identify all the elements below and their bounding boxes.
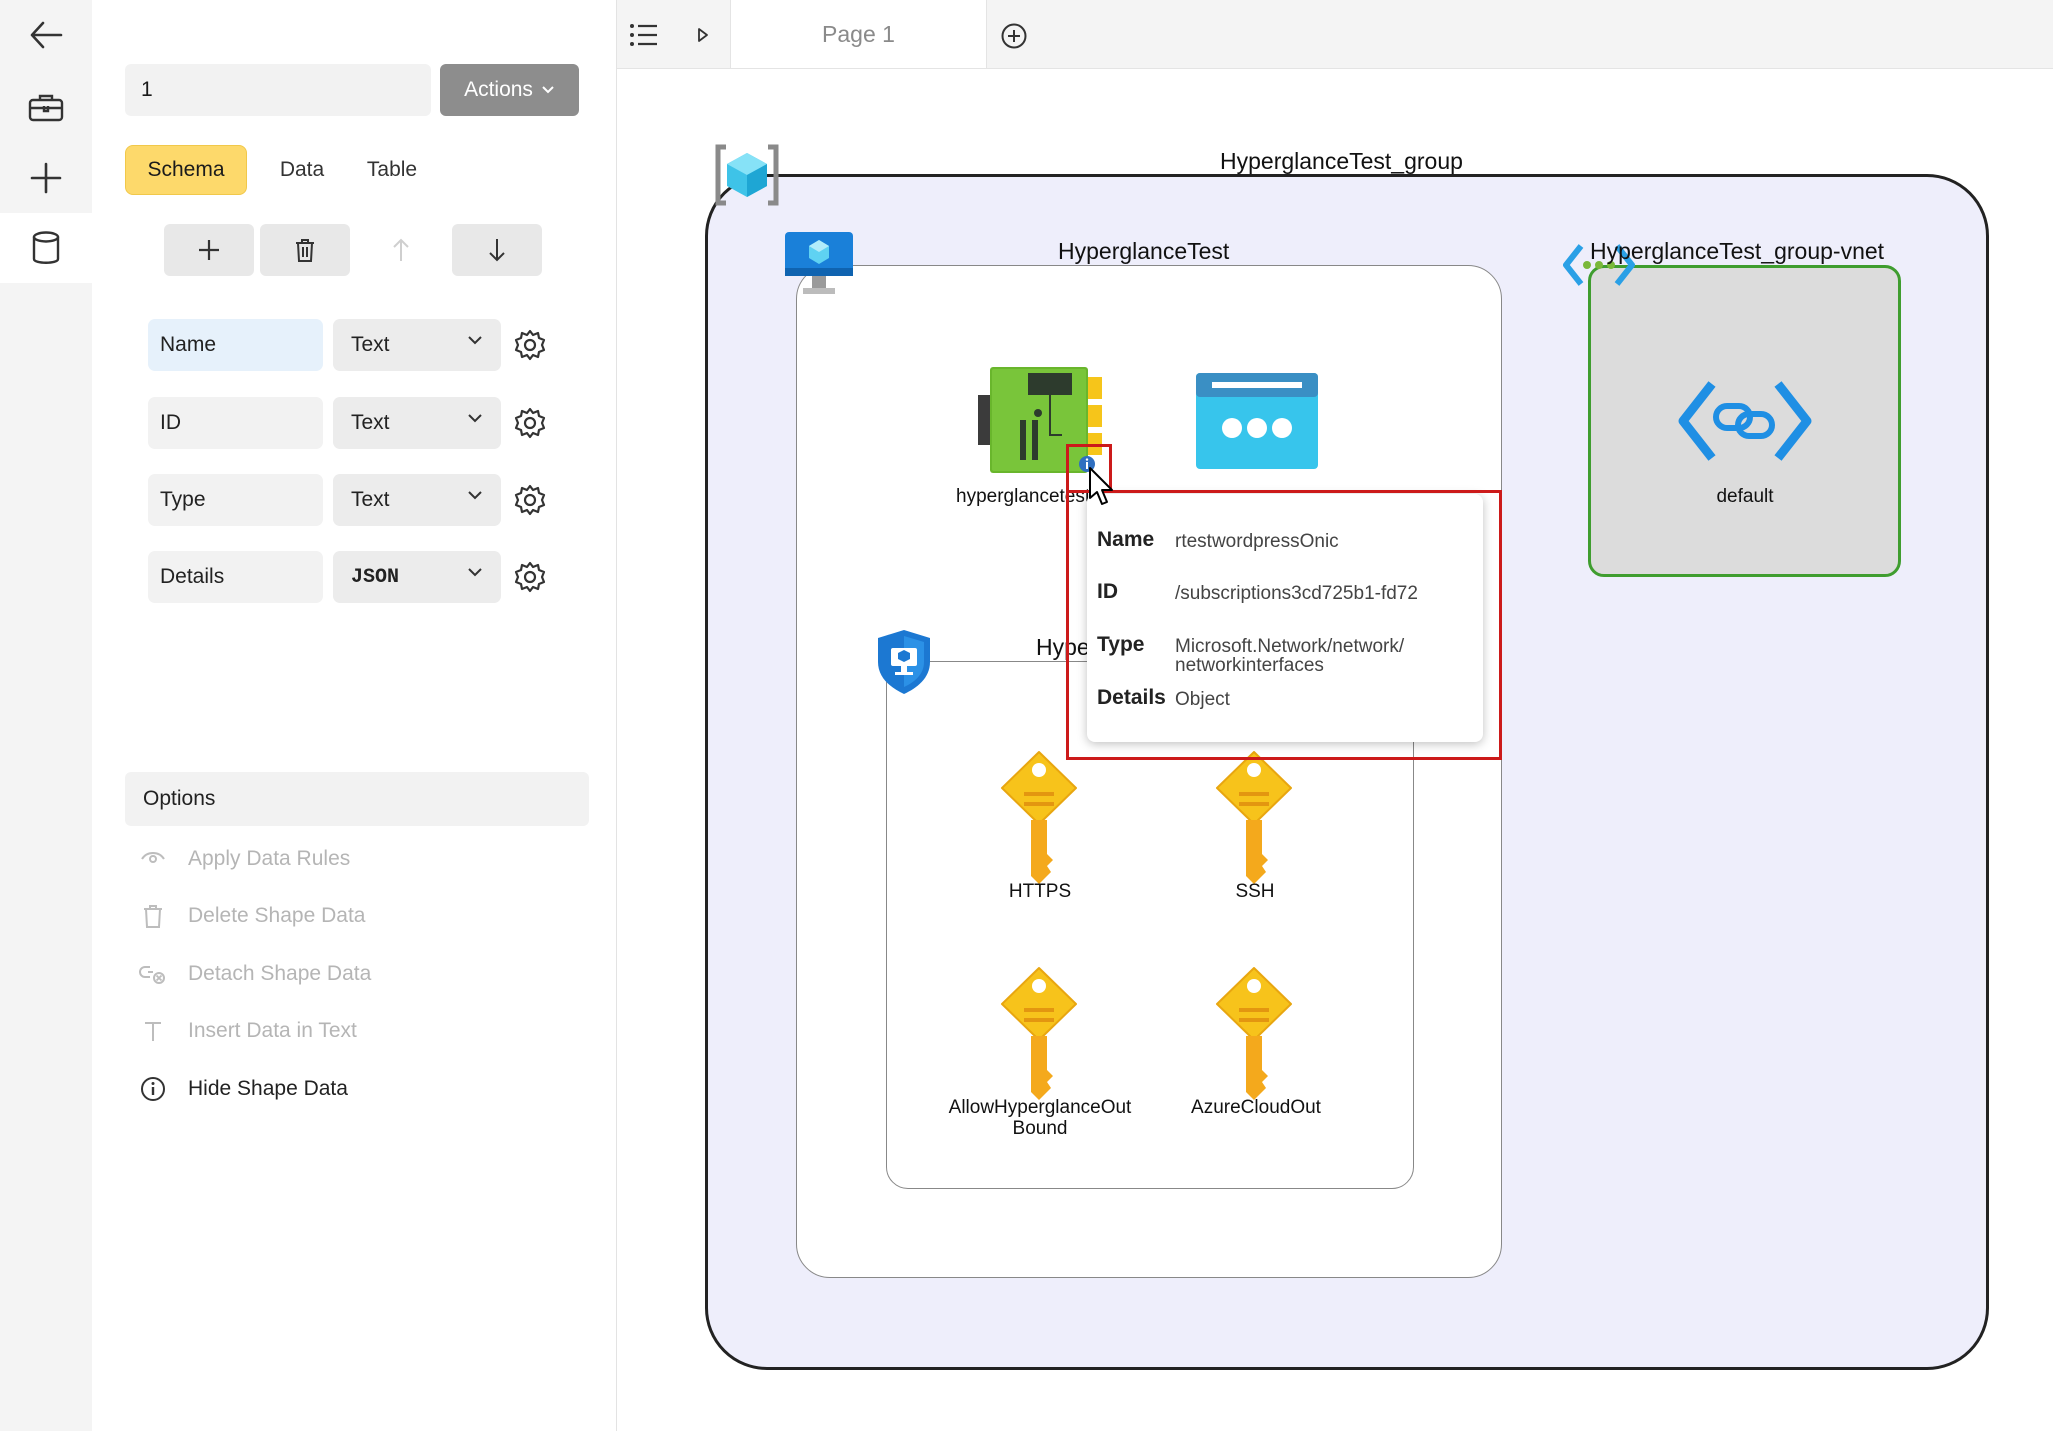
tooltip-key: Type	[1097, 633, 1145, 656]
schema-type-select[interactable]: Text	[333, 474, 501, 526]
public-ip-icon	[1196, 373, 1318, 469]
chevron-down-icon	[468, 568, 482, 577]
option-label: Hide Shape Data	[188, 1077, 348, 1100]
delete-shape-data-option[interactable]: Delete Shape Data	[138, 898, 365, 934]
left-rail	[0, 0, 93, 1431]
data-panel: 1 Actions Schema Data Table Name Text ID…	[92, 0, 617, 1431]
option-label: Delete Shape Data	[188, 904, 366, 927]
rule-label: AllowHyperglanceOutBound	[948, 1097, 1132, 1139]
back-arrow-icon[interactable]	[0, 0, 92, 70]
vnet-label: HyperglanceTest_group-vnet	[1590, 238, 1885, 264]
move-down-button[interactable]	[452, 224, 542, 276]
add-page-icon[interactable]	[1000, 22, 1028, 50]
key-icon	[1001, 751, 1077, 884]
schema-type-select[interactable]: Text	[333, 319, 501, 371]
highlight-box	[1066, 490, 1502, 760]
schema-type-select[interactable]: JSON	[333, 551, 501, 603]
tab-data[interactable]: Data	[279, 158, 325, 181]
move-up-button[interactable]	[356, 224, 446, 276]
option-label: Insert Data in Text	[188, 1019, 357, 1042]
play-icon[interactable]	[697, 27, 709, 43]
tooltip-value: /subscriptions3cd725b1-fd72	[1175, 583, 1418, 604]
info-icon	[141, 1077, 165, 1101]
delete-field-button[interactable]	[260, 224, 350, 276]
virtual-network-icon	[1563, 244, 1635, 286]
tooltip-key: ID	[1097, 580, 1118, 603]
eye-icon	[141, 852, 165, 863]
tooltip-value: Object	[1175, 689, 1230, 710]
plus-icon	[199, 240, 219, 260]
tooltip-key: Details	[1097, 686, 1166, 709]
tab-schema[interactable]: Schema	[125, 145, 247, 195]
gear-icon[interactable]	[513, 406, 547, 440]
dataset-input[interactable]: 1	[125, 64, 431, 116]
actions-label: Actions	[464, 78, 533, 101]
plus-icon[interactable]	[0, 143, 92, 213]
arrow-up-icon	[393, 238, 409, 261]
subnet-link-icon	[1678, 381, 1812, 461]
trash-icon	[144, 905, 162, 928]
chevron-down-icon	[468, 491, 482, 500]
resource-group-icon	[715, 144, 779, 206]
nsg-label: Hype	[1036, 634, 1090, 660]
rule-label: SSH	[1235, 881, 1275, 902]
schema-type-value: JSON	[351, 565, 400, 589]
schema-type-value: Text	[351, 411, 390, 434]
schema-field-name[interactable]: Type	[148, 474, 323, 526]
rule-label: AzureCloudOut	[1191, 1097, 1321, 1118]
text-icon	[145, 1022, 161, 1041]
database-icon[interactable]	[0, 213, 92, 283]
gear-icon[interactable]	[513, 483, 547, 517]
schema-type-select[interactable]: Text	[333, 397, 501, 449]
network-interface-icon	[978, 367, 1102, 473]
virtual-machine-icon	[785, 232, 853, 294]
key-icon	[1216, 967, 1292, 1100]
key-icon	[1001, 967, 1077, 1100]
tooltip-value: rtestwordpressOnic	[1175, 531, 1339, 552]
resource-group-label: HyperglanceTest_group	[1220, 148, 1463, 174]
add-field-button[interactable]	[164, 224, 254, 276]
chevron-down-icon	[542, 86, 554, 94]
tooltip-key: Name	[1097, 528, 1155, 551]
chevron-down-icon	[468, 336, 482, 345]
trash-icon	[296, 239, 314, 262]
arrow-down-icon	[489, 239, 505, 262]
detach-link-icon	[139, 966, 165, 984]
apply-data-rules-option[interactable]: Apply Data Rules	[138, 841, 350, 877]
nsg-container[interactable]	[886, 661, 1414, 1189]
actions-button[interactable]: Actions	[440, 64, 579, 116]
toolbox-icon[interactable]	[0, 72, 92, 142]
vnet-container[interactable]	[1588, 265, 1901, 577]
page-tab-label: Page 1	[822, 20, 895, 47]
schema-field-name[interactable]: Name	[148, 319, 323, 371]
page-toolbar: Page 1	[617, 0, 2053, 69]
option-label: Detach Shape Data	[188, 962, 372, 985]
nic-label: hyperglancetest	[956, 486, 1091, 507]
list-icon[interactable]	[629, 22, 659, 48]
subnet-label: default	[1716, 486, 1774, 507]
rule-label: HTTPS	[1008, 881, 1072, 902]
schema-field-name[interactable]: ID	[148, 397, 323, 449]
vm-label: HyperglanceTest	[1058, 238, 1230, 264]
key-icon	[1216, 751, 1292, 884]
tooltip-value: Microsoft.Network/network/ networkinterf…	[1175, 636, 1405, 676]
tab-table[interactable]: Table	[366, 158, 418, 181]
gear-icon[interactable]	[513, 328, 547, 362]
options-header: Options	[125, 772, 589, 826]
schema-type-value: Text	[351, 333, 390, 356]
schema-type-value: Text	[351, 488, 390, 511]
gear-icon[interactable]	[513, 560, 547, 594]
detach-shape-data-option[interactable]: Detach Shape Data	[138, 956, 371, 992]
network-security-group-icon	[878, 630, 930, 694]
insert-data-in-text-option[interactable]: Insert Data in Text	[138, 1013, 357, 1049]
tab-page-1[interactable]: Page 1	[730, 0, 987, 68]
schema-field-name[interactable]: Details	[148, 551, 323, 603]
option-label: Apply Data Rules	[188, 847, 351, 870]
hide-shape-data-option[interactable]: Hide Shape Data	[138, 1071, 348, 1107]
shape-data-tooltip	[1087, 494, 1483, 742]
chevron-down-icon	[468, 414, 482, 423]
mouse-cursor-icon	[1089, 467, 1113, 505]
